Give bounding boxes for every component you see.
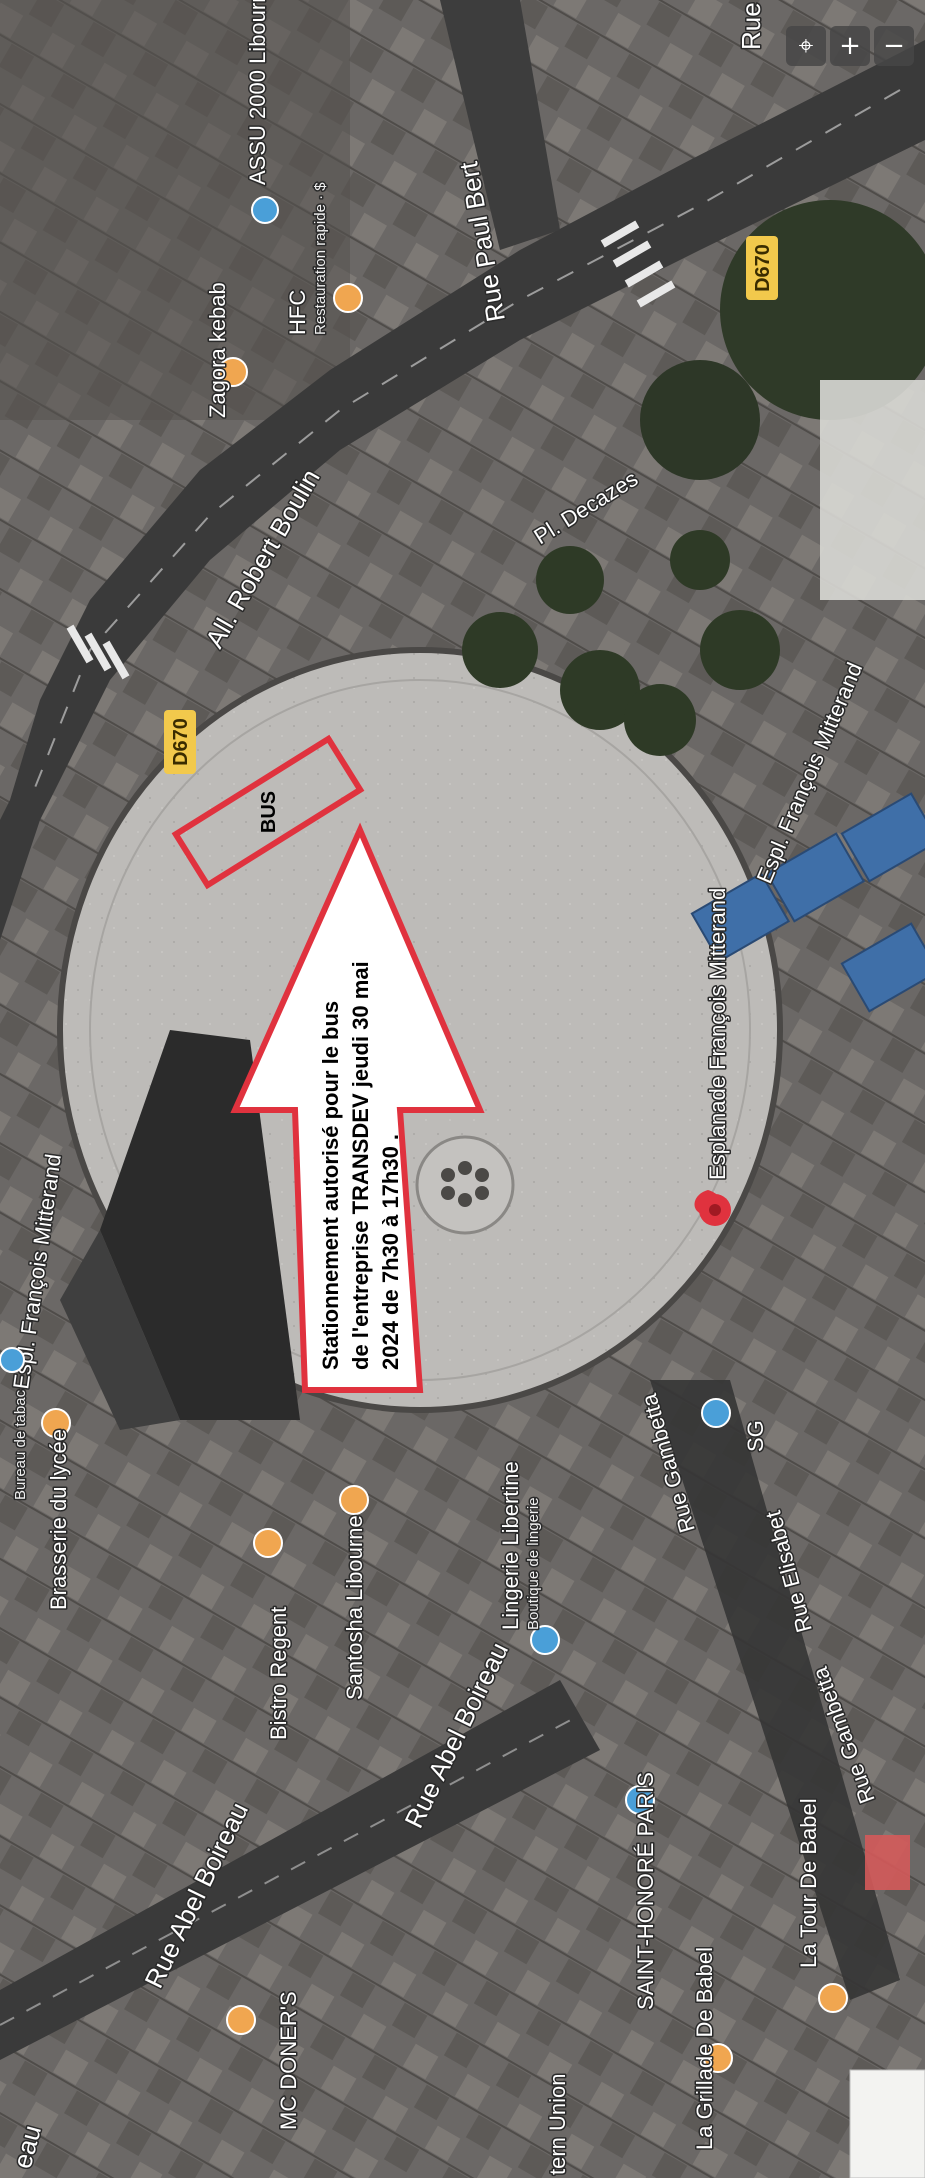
- place-label-sub: Restauration rapide · $: [312, 182, 329, 335]
- restaurant-pin-icon[interactable]: [253, 1528, 283, 1558]
- place-label[interactable]: ASSU 2000 Libourne: [244, 0, 272, 187]
- pin-icon[interactable]: [251, 196, 279, 224]
- road-rue-abel-boireau: [0, 1680, 600, 2060]
- svg-text:D670: D670: [752, 244, 774, 292]
- road-rue-gambetta: [650, 1380, 900, 2000]
- zoom-in-button[interactable]: +: [830, 26, 870, 66]
- tree-cluster: [640, 360, 760, 480]
- road-rue-paul-bert: [440, 0, 560, 250]
- restaurant-pin-icon[interactable]: [226, 2005, 256, 2035]
- fountain: [415, 1135, 515, 1235]
- place-label[interactable]: Bistro Regent: [265, 1605, 293, 1741]
- place-label[interactable]: Lingerie Libertine: [497, 1460, 525, 1632]
- building-block: [0, 0, 350, 420]
- svg-text:2024 de 7h30 à 17h30 .: 2024 de 7h30 à 17h30 .: [378, 1134, 403, 1370]
- red-area: [865, 1835, 910, 1890]
- restaurant-pin-icon[interactable]: [339, 1485, 369, 1515]
- place-label[interactable]: Esplanade François Mitterand: [704, 886, 732, 1181]
- shop-pin-icon[interactable]: [530, 1625, 560, 1655]
- place-label-sub: Boutique de lingerie: [525, 1497, 542, 1630]
- route-badge-d670-top: D670: [746, 236, 778, 300]
- road-d670: [0, 40, 925, 940]
- place-label[interactable]: HFC: [284, 288, 312, 336]
- building-dark: [100, 1030, 300, 1420]
- road-label: Rue Char: [736, 0, 766, 50]
- crosswalk: [66, 220, 676, 680]
- restaurant-pin-icon[interactable]: [218, 357, 248, 387]
- locate-button[interactable]: ⌖: [786, 26, 826, 66]
- place-label[interactable]: Zagora kebab: [204, 281, 232, 420]
- place-label[interactable]: Bureau de tabac: [11, 1388, 31, 1502]
- restaurant-pin-icon[interactable]: [703, 2043, 733, 2073]
- svg-text:de l'entreprise TRANSDEV jeud: de l'entreprise TRANSDEV jeudi 30 mai: [348, 961, 373, 1370]
- location-pin-icon[interactable]: [694, 1190, 732, 1226]
- place-label[interactable]: tern Union: [544, 2072, 572, 2177]
- shop-pin-icon[interactable]: [0, 1347, 25, 1373]
- place-label[interactable]: La Tour De Babel: [795, 1797, 823, 1970]
- place-label[interactable]: SG: [742, 1419, 770, 1454]
- route-badge-d670-middle: D670: [164, 710, 196, 774]
- annotation-arrow: Stationnement autorisé pour le bus de l'…: [230, 822, 485, 1393]
- bank-pin-icon[interactable]: [701, 1398, 731, 1428]
- place-label[interactable]: Santosha Libourne: [341, 1514, 369, 1702]
- place-label[interactable]: MC DONER'S: [275, 1990, 303, 2132]
- restaurant-pin-icon[interactable]: [41, 1408, 71, 1438]
- svg-text:D670: D670: [170, 718, 192, 766]
- svg-text:Stationnement autorisé pour le: Stationnement autorisé pour le bus: [318, 1001, 343, 1370]
- restaurant-pin-icon[interactable]: [818, 1983, 848, 2013]
- market-stalls: [690, 792, 925, 1013]
- trees: [462, 530, 780, 756]
- restaurant-pin-icon[interactable]: [333, 283, 363, 313]
- bus-zone: BUS: [171, 734, 365, 890]
- shop-pin-icon[interactable]: [625, 1785, 655, 1815]
- place-label[interactable]: Brasserie du lycée: [45, 1428, 73, 1612]
- svg-text:BUS: BUS: [258, 791, 280, 833]
- place-label[interactable]: La Grillade De Babel: [691, 1945, 719, 2151]
- zoom-out-button[interactable]: −: [874, 26, 914, 66]
- place-label[interactable]: SAINT-HONORÉ PARIS: [632, 1771, 660, 2012]
